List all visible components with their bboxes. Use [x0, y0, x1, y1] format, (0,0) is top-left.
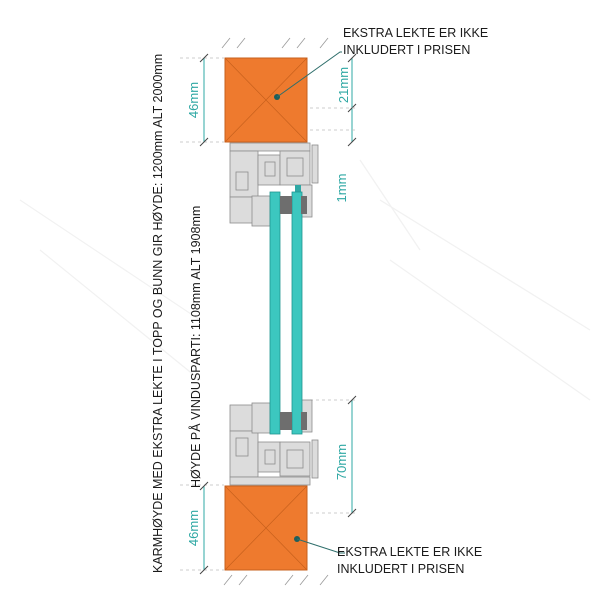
callout-bottom-line1: EKSTRA LEKTE ER IKKE: [337, 545, 482, 559]
dimension-bottom-profile-label: 70mm: [334, 444, 349, 480]
callout-leaders: [276, 51, 345, 554]
background-lines: [19, 159, 591, 401]
dimension-bottom-lumber-label: 46mm: [186, 510, 201, 546]
top-hatch: [221, 37, 329, 49]
dimension-top-lumber-label: 46mm: [186, 82, 201, 118]
callout-top-line1: EKSTRA LEKTE ER IKKE: [343, 26, 488, 40]
callout-top: EKSTRA LEKTE ER IKKE INKLUDERT I PRISEN: [343, 26, 488, 57]
callout-top-line2: INKLUDERT I PRISEN: [343, 43, 470, 57]
bottom-lumber: [224, 485, 308, 571]
dimension-gap: 1mm: [334, 174, 349, 203]
frame-height-label: KARMHØYDE MED EKSTRA LEKTE I TOPP OG BUN…: [151, 54, 165, 573]
frame-height-note: KARMHØYDE MED EKSTRA LEKTE I TOPP OG BUN…: [151, 54, 165, 573]
top-lumber: [224, 57, 308, 143]
callout-bottom: EKSTRA LEKTE ER IKKE INKLUDERT I PRISEN: [337, 545, 482, 576]
dimension-top-lumber: 46mm: [186, 53, 209, 147]
bottom-hatch: [223, 574, 329, 586]
window-height-label: HØYDE PÅ VINDUSPARTI: 1108mm ALT 1908mm: [188, 206, 203, 488]
dimension-top-offset-label: 21mm: [336, 67, 351, 103]
window-height-note: HØYDE PÅ VINDUSPARTI: 1108mm ALT 1908mm: [188, 206, 203, 488]
glazing-unit: [251, 191, 307, 435]
dimension-top-offset: 21mm: [310, 53, 357, 147]
dimension-bottom-profile: 70mm: [334, 395, 357, 518]
callout-bottom-line2: INKLUDERT I PRISEN: [337, 562, 464, 576]
dimension-gap-label: 1mm: [334, 174, 349, 203]
extent-lines: [180, 57, 356, 571]
dimension-bottom-lumber: 46mm: [186, 481, 209, 575]
